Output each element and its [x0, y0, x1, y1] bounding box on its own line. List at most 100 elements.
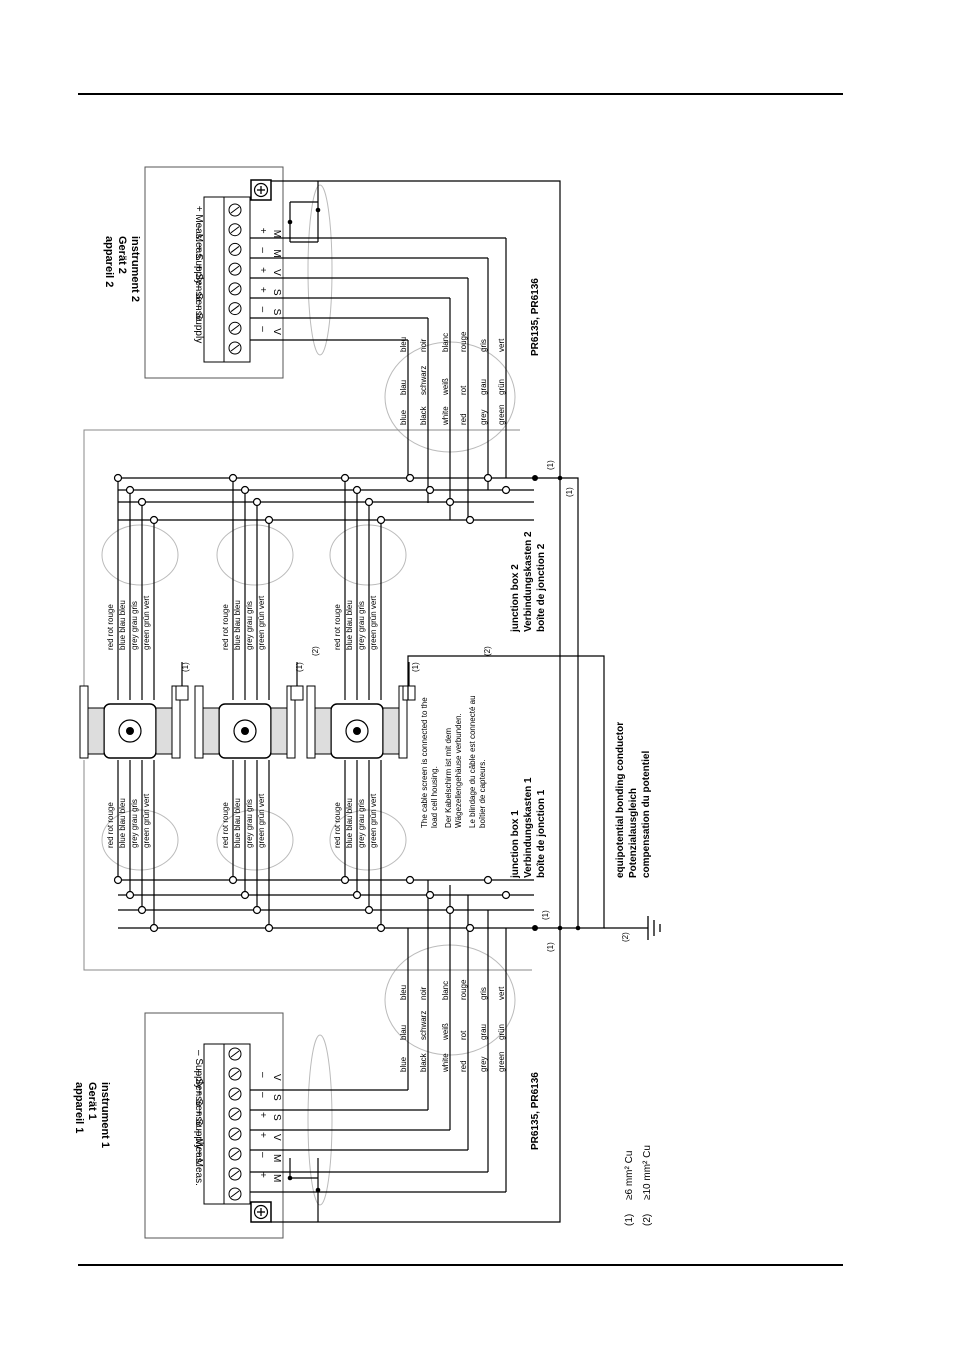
junction-dot — [315, 207, 321, 213]
cable-color-en: grey — [479, 409, 488, 425]
terminal-node — [483, 473, 493, 483]
terminal-node — [364, 905, 374, 915]
terminal-sign: + — [257, 287, 268, 293]
marker-1: (1) — [541, 910, 550, 920]
junction-dot — [287, 1175, 293, 1181]
load-cell-cable-colors: red rot rouge — [221, 604, 230, 650]
load-cell-cable-colors: green grün vert — [369, 595, 378, 650]
terminal-node — [264, 923, 274, 933]
equipotential-label: equipotential bonding conductor Potenzia… — [615, 722, 652, 878]
instrument-2-box — [144, 166, 284, 379]
equipotential-wires — [271, 180, 648, 1223]
terminal-name: + Meas. — [193, 1150, 204, 1186]
cable-color-en: red — [459, 413, 468, 425]
load-cell-cable-colors: grey grau gris — [130, 799, 139, 848]
terminal-node — [125, 890, 135, 900]
cable-color-en: grey — [479, 1056, 488, 1072]
wiring — [113, 181, 534, 1222]
terminal-node — [340, 473, 350, 483]
cable-color-de: blau — [399, 1025, 408, 1040]
cable-color-fr: rouge — [459, 979, 468, 1000]
terminal-sign: + — [257, 1132, 268, 1138]
junction-box-2-label: junction box 2 Verbindungskasten 2 boîte… — [510, 531, 547, 633]
terminal-letter: V — [271, 269, 282, 276]
screen-note-line: Der Kabelschirm ist mit dem — [444, 728, 453, 828]
terminal-node — [228, 473, 238, 483]
terminal-letter: S — [271, 1114, 282, 1121]
terminal-node — [425, 890, 435, 900]
cable-color-en: red — [459, 1060, 468, 1072]
terminal-letter: M — [271, 230, 282, 238]
terminal-node — [340, 875, 350, 885]
load-cell-cable-colors: green grün vert — [257, 793, 266, 848]
instrument-1-terminals — [228, 1047, 242, 1201]
terminal-node — [405, 875, 415, 885]
load-cell-cable-colors: blue blau bleu — [118, 600, 127, 650]
marker-1: (1) — [181, 662, 190, 672]
cable-color-en: white — [441, 406, 450, 426]
terminal-node — [364, 497, 374, 507]
junction-box-1-de: Verbindungskasten 1 — [523, 777, 534, 878]
load-cell-cable-colors: blue blau bleu — [233, 798, 242, 848]
instrument-2-title-fr: appareil 2 — [103, 236, 115, 287]
terminal-letter: V — [271, 328, 282, 335]
terminal-sign: – — [257, 1152, 268, 1158]
bonding-point — [532, 925, 538, 931]
cable-color-de: grün — [497, 379, 506, 395]
cable-labels-top: blueblaubleublackschwarznoirwhiteweißbla… — [399, 331, 506, 426]
cable-color-fr: bleu — [399, 985, 408, 1000]
terminal-letter: S — [271, 309, 282, 316]
cable-color-de: blau — [399, 380, 408, 395]
load-cell-cable-colors: red rot rouge — [106, 802, 115, 848]
instrument-2-terminal-block — [203, 196, 251, 363]
terminal-node — [125, 485, 135, 495]
terminal-name: – Sense — [193, 285, 204, 322]
cable-color-de: rot — [459, 1030, 468, 1040]
junction-box-2-de: Verbindungskasten 2 — [523, 531, 534, 632]
terminal-letter: V — [271, 1134, 282, 1141]
instrument-1-title-de: Gerät 1 — [86, 1082, 98, 1120]
junction-box-1-fr: boîte de jonction 1 — [536, 789, 547, 878]
terminal-node — [501, 485, 511, 495]
instrument-2-terminals — [228, 203, 242, 355]
marker-1: (1) — [546, 942, 555, 952]
bonding-point — [532, 475, 538, 481]
terminal-name: + Sense — [193, 265, 204, 302]
marker-2: (2) — [311, 646, 320, 656]
terminal-name: – Supply — [193, 304, 204, 343]
cable-shields — [101, 184, 516, 1206]
terminal-sign: – — [257, 247, 268, 253]
load-cell-cable-colors: grey grau gris — [130, 601, 139, 650]
terminal-sign: + — [257, 1112, 268, 1118]
terminal-node — [113, 473, 123, 483]
instrument-2-title-de: Gerät 2 — [116, 236, 128, 274]
load-cell-cable-colors: red rot rouge — [221, 802, 230, 848]
terminal-node — [137, 497, 147, 507]
load-cell-cable-colors: blue blau bleu — [345, 600, 354, 650]
marker-2: (2) — [621, 932, 630, 942]
load-cell-1 — [79, 662, 189, 759]
terminal-node — [149, 923, 159, 933]
equipotential-de: Potenzialausgleich — [628, 788, 639, 878]
load-cell-2 — [194, 662, 304, 759]
terminal-sign: + — [257, 1172, 268, 1178]
equipotential-fr: compensation du potentiel — [641, 751, 652, 878]
legend-text-2: ≥10 mm² Cu — [642, 1145, 653, 1200]
cable-color-fr: rouge — [459, 331, 468, 352]
legend-text-1: ≥6 mm² Cu — [624, 1151, 635, 1200]
equipotential-en: equipotential bonding conductor — [615, 722, 626, 878]
terminal-letter: M — [271, 1174, 282, 1182]
junction-box-1-en: junction box 1 — [510, 810, 521, 879]
junction-box-2-fr: boîte de jonction 2 — [536, 543, 547, 632]
load-cell-cable-colors: grey grau gris — [245, 601, 254, 650]
terminal-node — [352, 890, 362, 900]
cable-color-en: green — [497, 1052, 506, 1072]
terminal-node — [240, 890, 250, 900]
terminal-node — [252, 905, 262, 915]
terminal-node — [465, 515, 475, 525]
legend: (1) ≥6 mm² Cu (2) ≥10 mm² Cu — [624, 1145, 653, 1226]
cable-color-de: grau — [479, 1024, 488, 1040]
cable-model-top: PR6135, PR6136 — [530, 278, 541, 356]
